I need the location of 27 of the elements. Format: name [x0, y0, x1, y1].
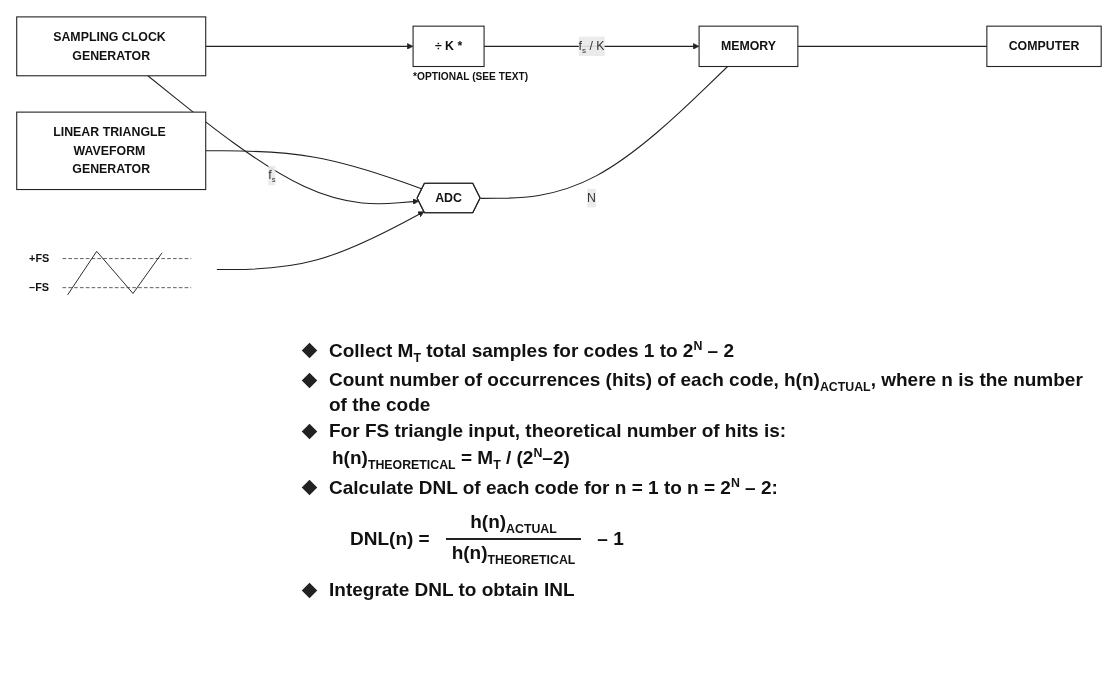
formula-text: h(n)$_{THEORETICAL}$ = M$_{T}$ / (2$^{N}$–2): [332, 445, 570, 473]
node-box: [698, 25, 799, 68]
bullet-text: For FS triangle input, theoretical number of hits is:: [329, 419, 787, 442]
node-box: [986, 25, 1102, 68]
connector: [479, 65, 729, 199]
bullet-text: Count number of occurrences (hits) of each code, h(n)$_{ACTUAL}$, where n is the number of the code: [329, 369, 1084, 416]
numerator-text: h(n)$_{ACTUAL}$: [469, 510, 558, 539]
block-diagram: f$_{s}$ f$_{s}$ / K N SAMPLING CLOCK GENERATOR ÷ K * LINEAR TRIANGLE WAVEFORM GENERATOR ADC MEMORY COMPUTER +FS –FS *OPTIONAL (SEE TEXT): [0, 0, 1107, 330]
formula-text: – 1: [597, 528, 624, 551]
arrow: [147, 75, 420, 205]
bullet-text: Integrate DNL to obtain INL: [329, 578, 575, 601]
connector: [205, 150, 423, 190]
level-label: –FS: [29, 281, 50, 294]
bullet-text: Calculate DNL of each code for n = 1 to n = 2$^{N}$ – 2:: [329, 476, 778, 500]
arrow: [205, 43, 414, 50]
formula-text: DNL(n) =: [350, 528, 430, 551]
note-text: *OPTIONAL (SEE TEXT): [413, 70, 528, 82]
arrow: [216, 211, 425, 271]
edge-label: f$_{s}$ / K: [578, 38, 605, 55]
denominator-text: h(n)$_{THEORETICAL}$: [445, 538, 582, 569]
node-box: [16, 16, 207, 77]
node-box: [16, 111, 207, 191]
level-label: +FS: [29, 252, 50, 265]
edge-label: f$_{s}$: [268, 168, 276, 184]
node-box: [412, 25, 485, 68]
bullet-text: Collect M$_{T}$ total samples for codes 1 to 2$^{N}$ – 2: [329, 339, 735, 366]
edge-label: N: [587, 190, 597, 205]
